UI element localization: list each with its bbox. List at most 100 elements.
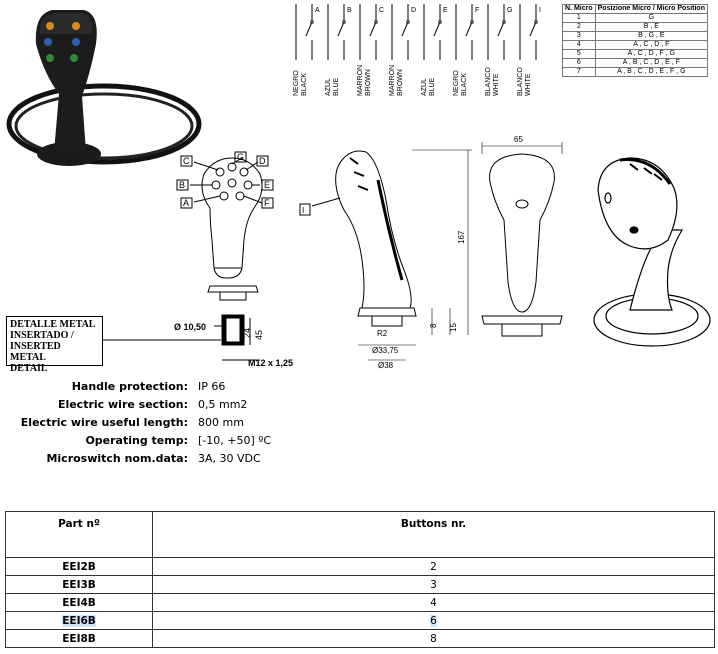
wire-color-label: BROWN <box>397 69 404 96</box>
switch-symbol <box>455 4 473 60</box>
dim-45: 45 <box>254 330 264 340</box>
switch-contact <box>534 20 538 24</box>
spec-handle-protection: Handle protection: IP 66 <box>71 380 226 393</box>
switch-contact <box>342 20 346 24</box>
wire-color-label: AZUL <box>325 78 332 96</box>
micro-header-number: N. Micro <box>562 4 596 14</box>
dim-65: 65 <box>514 135 523 144</box>
switch-letter: B <box>347 7 352 14</box>
part-cell[interactable]: EEI6B <box>62 614 96 627</box>
switch-letter: F <box>475 7 479 14</box>
letter-e: E <box>264 180 270 190</box>
wire-color-label: NEGRO <box>453 70 460 96</box>
back-view-drawing: 65 <box>481 135 563 337</box>
dim-diameter-10-50: Ø 10,50 <box>174 322 206 332</box>
wire-color-label: BLACK <box>461 73 468 96</box>
wire-color-label: AZUL <box>421 78 428 96</box>
micro-header-position: Posizione Micro / Micro Position <box>594 4 708 14</box>
dim-8: 8 <box>429 323 438 328</box>
wire-color-label: BLANCO <box>517 67 524 96</box>
wire-color-label: WHITE <box>525 73 532 96</box>
part-cell: EEI3B <box>62 578 96 591</box>
switch-letter: E <box>443 7 448 14</box>
letter-b: B <box>179 180 185 190</box>
header-part-number: Part nº <box>5 511 153 558</box>
letter-d: D <box>259 156 266 166</box>
buttons-cell: 8 <box>430 632 437 645</box>
joystick-render <box>593 157 711 347</box>
switch-letter: A <box>315 7 320 14</box>
wire-color-label: WHITE <box>493 73 500 96</box>
table-row: EEI3B 3 <box>5 575 715 594</box>
micro-position-table: N. Micro Posizione Micro / Micro Positio… <box>562 4 708 77</box>
spec-wire-section: Electric wire section: 0,5 mm2 <box>57 398 248 411</box>
switch-symbol <box>487 4 505 60</box>
dim-diameter-33-75: Ø33,75 <box>372 346 399 355</box>
dim-diameter-38: Ø38 <box>378 361 394 370</box>
switch-contact <box>406 20 410 24</box>
dim-m12: M12 x 1,25 <box>248 358 293 368</box>
wire-color-label: BLACK <box>301 73 308 96</box>
letter-g: G <box>237 152 244 162</box>
switch-letter: G <box>507 7 512 14</box>
buttons-cell: 3 <box>430 578 437 591</box>
dim-15: 15 <box>449 323 458 332</box>
switch-symbol <box>295 4 313 60</box>
side-view-drawing: I R2 Ø33,75 Ø38 8 15 167 <box>299 149 472 370</box>
spec-microswitch: Microswitch nom.data: 3A, 30 VDC <box>46 452 261 465</box>
switch-contact <box>438 20 442 24</box>
table-row: EEI2B 2 <box>5 557 715 576</box>
dim-167: 167 <box>457 230 466 244</box>
wire-color-label: BLUE <box>333 77 340 96</box>
dim-r2: R2 <box>377 329 388 338</box>
wire-color-label: MARRON <box>389 65 396 96</box>
switch-letter: I <box>539 7 541 14</box>
switch-symbol <box>359 4 377 60</box>
switch-symbol <box>423 4 441 60</box>
wire-color-label: BLANCO <box>485 67 492 96</box>
buttons-cell: 4 <box>430 596 437 609</box>
wire-color-label: NEGRO <box>293 70 300 96</box>
front-view-drawing: C B A G D E F Ø 10,50 24 45 M12 x 1,25 <box>174 151 293 368</box>
letter-c: C <box>183 156 190 166</box>
dim-24: 24 <box>242 328 252 338</box>
spec-wire-length: Electric wire useful length: 800 mm <box>20 416 244 429</box>
switch-symbol <box>391 4 409 60</box>
part-cell: EEI2B <box>62 560 96 573</box>
letter-a: A <box>183 198 189 208</box>
table-row-selected[interactable]: EEI6B 6 <box>5 611 715 630</box>
metal-insert-detail-label: DETALLE METAL INSERTADO / INSERTED METAL… <box>6 316 103 374</box>
switch-letter: C <box>379 7 384 14</box>
detail-leader-line <box>103 339 221 341</box>
switch-contact <box>374 20 378 24</box>
buttons-cell[interactable]: 6 <box>430 614 437 627</box>
switch-letter: D <box>411 7 416 14</box>
switch-contact <box>502 20 506 24</box>
table-row: EEI4B 4 <box>5 593 715 612</box>
header-buttons: Buttons nr. <box>152 511 715 558</box>
part-cell: EEI4B <box>62 596 96 609</box>
part-number-table: Part nº Buttons nr. EEI2B 2 EEI3B 3 EEI4… <box>5 511 715 648</box>
part-cell: EEI8B <box>62 632 96 645</box>
table-row: EEI8B 8 <box>5 629 715 648</box>
buttons-cell: 2 <box>430 560 437 573</box>
switch-contact <box>470 20 474 24</box>
callout-i: I <box>302 206 304 215</box>
wire-color-label: MARRON <box>357 65 364 96</box>
switch-symbol <box>519 4 537 60</box>
joystick-photo <box>6 10 202 166</box>
spec-operating-temp: Operating temp: [-10, +50] ºC <box>85 434 272 447</box>
wire-color-label: BROWN <box>365 69 372 96</box>
letter-f: F <box>264 198 270 208</box>
wire-color-label: BLUE <box>429 77 436 96</box>
switch-contact <box>310 20 314 24</box>
switch-symbol <box>327 4 345 60</box>
